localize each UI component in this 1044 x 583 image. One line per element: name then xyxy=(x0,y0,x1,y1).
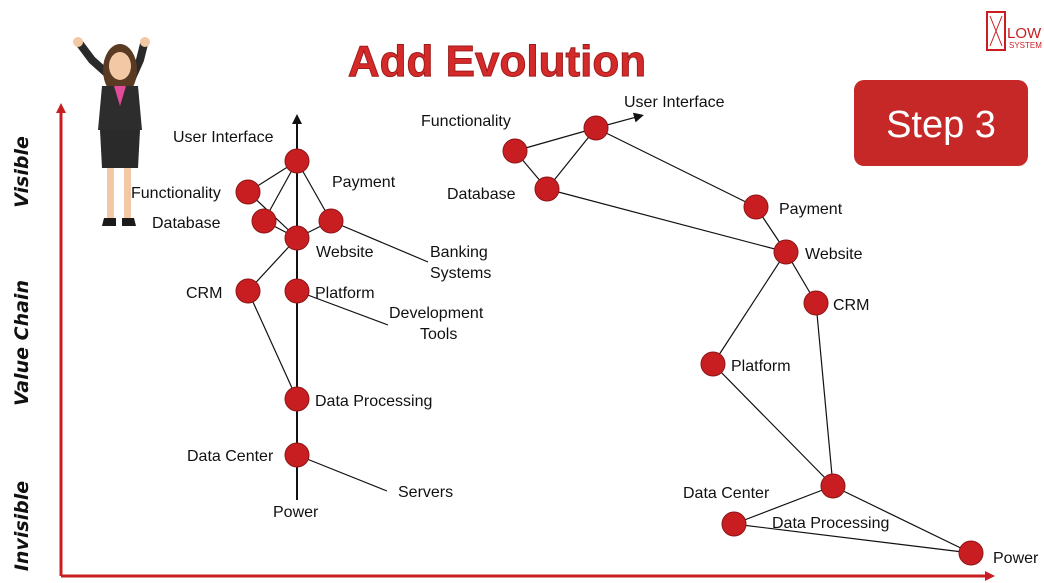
edge-r-datacenter-dataprocessing xyxy=(733,485,834,525)
label-data-center: Data Center xyxy=(187,448,274,465)
step-badge-label: Step 3 xyxy=(886,104,996,146)
label-banking-line2: Systems xyxy=(430,265,491,282)
label-database: Database xyxy=(152,215,221,232)
edge-r-database-website xyxy=(546,188,787,253)
node-r-website xyxy=(773,239,799,265)
node-payment xyxy=(318,208,344,234)
label-r-power: Power xyxy=(993,550,1039,567)
label-platform: Platform xyxy=(315,285,375,302)
node-website xyxy=(284,225,310,251)
label-r-data-processing: Data Processing xyxy=(772,515,889,532)
edge-r-platform-datacenter xyxy=(712,363,834,487)
node-r-data-processing xyxy=(721,511,747,537)
edge-r-dataprocessing-power xyxy=(733,523,972,554)
logo-text: LOW xyxy=(1007,25,1042,42)
label-r-functionality: Functionality xyxy=(421,113,511,130)
node-r-crm xyxy=(803,290,829,316)
left-value-chain-map: User Interface Functionality Database Pa… xyxy=(131,114,491,521)
node-r-functionality xyxy=(502,138,528,164)
right-evolution-map: Functionality User Interface Database Pa… xyxy=(421,94,1039,567)
page-title: Add Evolution xyxy=(348,37,646,86)
node-crm xyxy=(235,278,261,304)
edge-r-ui-payment xyxy=(595,127,757,208)
label-servers: Servers xyxy=(398,484,453,501)
edge-crm-dataprocessing xyxy=(247,290,298,400)
label-devtools-line1: Development xyxy=(389,305,484,322)
label-r-user-interface: User Interface xyxy=(624,94,725,111)
edge-r-website-platform xyxy=(712,251,787,365)
axes: Visible Value Chain Invisible xyxy=(11,103,995,581)
node-data-processing xyxy=(284,386,310,412)
node-r-data-center xyxy=(820,473,846,499)
axis-label-visible: Visible xyxy=(11,136,33,208)
label-r-crm: CRM xyxy=(833,297,869,314)
flow-system-logo: LOW SYSTEM xyxy=(986,11,1042,51)
edge-r-datacenter-power xyxy=(832,485,972,554)
edge-datacenter-servers xyxy=(296,454,388,492)
axis-label-invisible: Invisible xyxy=(11,481,33,571)
label-power: Power xyxy=(273,504,319,521)
node-database xyxy=(251,208,277,234)
label-r-website: Website xyxy=(805,246,863,263)
node-data-center xyxy=(284,442,310,468)
label-r-platform: Platform xyxy=(731,358,791,375)
label-devtools-line2: Tools xyxy=(420,326,457,343)
edge-r-ui-database xyxy=(546,127,597,190)
label-crm: CRM xyxy=(186,285,222,302)
label-r-payment: Payment xyxy=(779,201,843,218)
axis-label-value-chain: Value Chain xyxy=(11,280,33,406)
label-functionality: Functionality xyxy=(131,185,221,202)
node-r-power xyxy=(958,540,984,566)
node-r-platform xyxy=(700,351,726,377)
edge-r-crm-datacenter xyxy=(815,302,834,487)
node-functionality xyxy=(235,179,261,205)
node-r-user-interface xyxy=(583,115,609,141)
label-website: Website xyxy=(316,244,374,261)
label-data-processing: Data Processing xyxy=(315,393,432,410)
label-user-interface: User Interface xyxy=(173,129,274,146)
edge-r-ui-functionality xyxy=(514,127,597,152)
node-r-payment xyxy=(743,194,769,220)
edge-platform-devtools xyxy=(296,290,389,326)
label-banking-line1: Banking xyxy=(430,244,488,261)
logo-subtext: SYSTEM xyxy=(1009,41,1042,50)
businesswoman-illustration xyxy=(73,37,150,226)
label-payment: Payment xyxy=(332,174,396,191)
node-user-interface xyxy=(284,148,310,174)
edge-payment-banking xyxy=(330,220,429,263)
node-platform xyxy=(284,278,310,304)
label-r-database: Database xyxy=(447,186,516,203)
step-badge: Step 3 xyxy=(854,80,1028,166)
label-r-data-center: Data Center xyxy=(683,485,770,502)
node-r-database xyxy=(534,176,560,202)
